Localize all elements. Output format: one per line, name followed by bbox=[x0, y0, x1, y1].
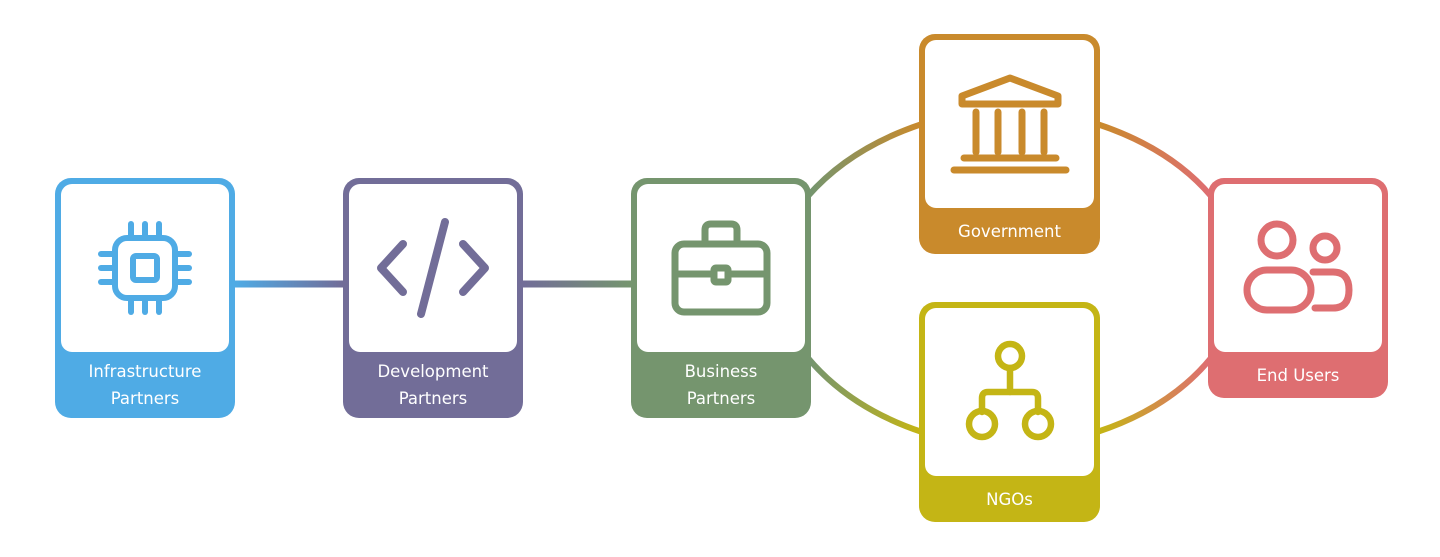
node-icon-panel bbox=[1214, 184, 1382, 352]
connector-ngo-users bbox=[1096, 356, 1214, 435]
bank-building-icon bbox=[950, 74, 1069, 174]
node-label-ngos: NGOs bbox=[986, 489, 1033, 509]
node-government: Government bbox=[919, 34, 1100, 254]
connector-biz-gov bbox=[805, 121, 923, 198]
node-icon-panel bbox=[637, 184, 805, 352]
node-development-partners: Development Partners bbox=[343, 178, 523, 418]
node-label-business: Business Partners bbox=[684, 362, 758, 408]
cpu-chip-icon bbox=[98, 221, 192, 315]
node-icon-panel bbox=[61, 184, 229, 352]
connector-biz-ngo bbox=[805, 356, 923, 435]
node-label-development: Development Partners bbox=[377, 362, 489, 408]
node-business-partners: Business Partners bbox=[631, 178, 811, 418]
node-icon-panel bbox=[349, 184, 517, 352]
node-icon-panel bbox=[925, 308, 1094, 476]
node-infrastructure-partners: Infrastructure Partners bbox=[55, 178, 235, 418]
briefcase-icon bbox=[671, 220, 771, 316]
node-ngos: NGOs bbox=[919, 302, 1100, 522]
node-label-government: Government bbox=[958, 221, 1061, 241]
code-icon bbox=[377, 218, 489, 318]
node-label-infrastructure: Infrastructure Partners bbox=[88, 362, 202, 408]
node-icon-panel bbox=[925, 40, 1094, 208]
connector-gov-users bbox=[1096, 121, 1214, 198]
node-end-users: End Users bbox=[1208, 178, 1388, 398]
users-group-icon bbox=[1243, 220, 1353, 314]
hierarchy-network-icon bbox=[965, 340, 1054, 441]
node-label-end-users: End Users bbox=[1256, 365, 1340, 385]
